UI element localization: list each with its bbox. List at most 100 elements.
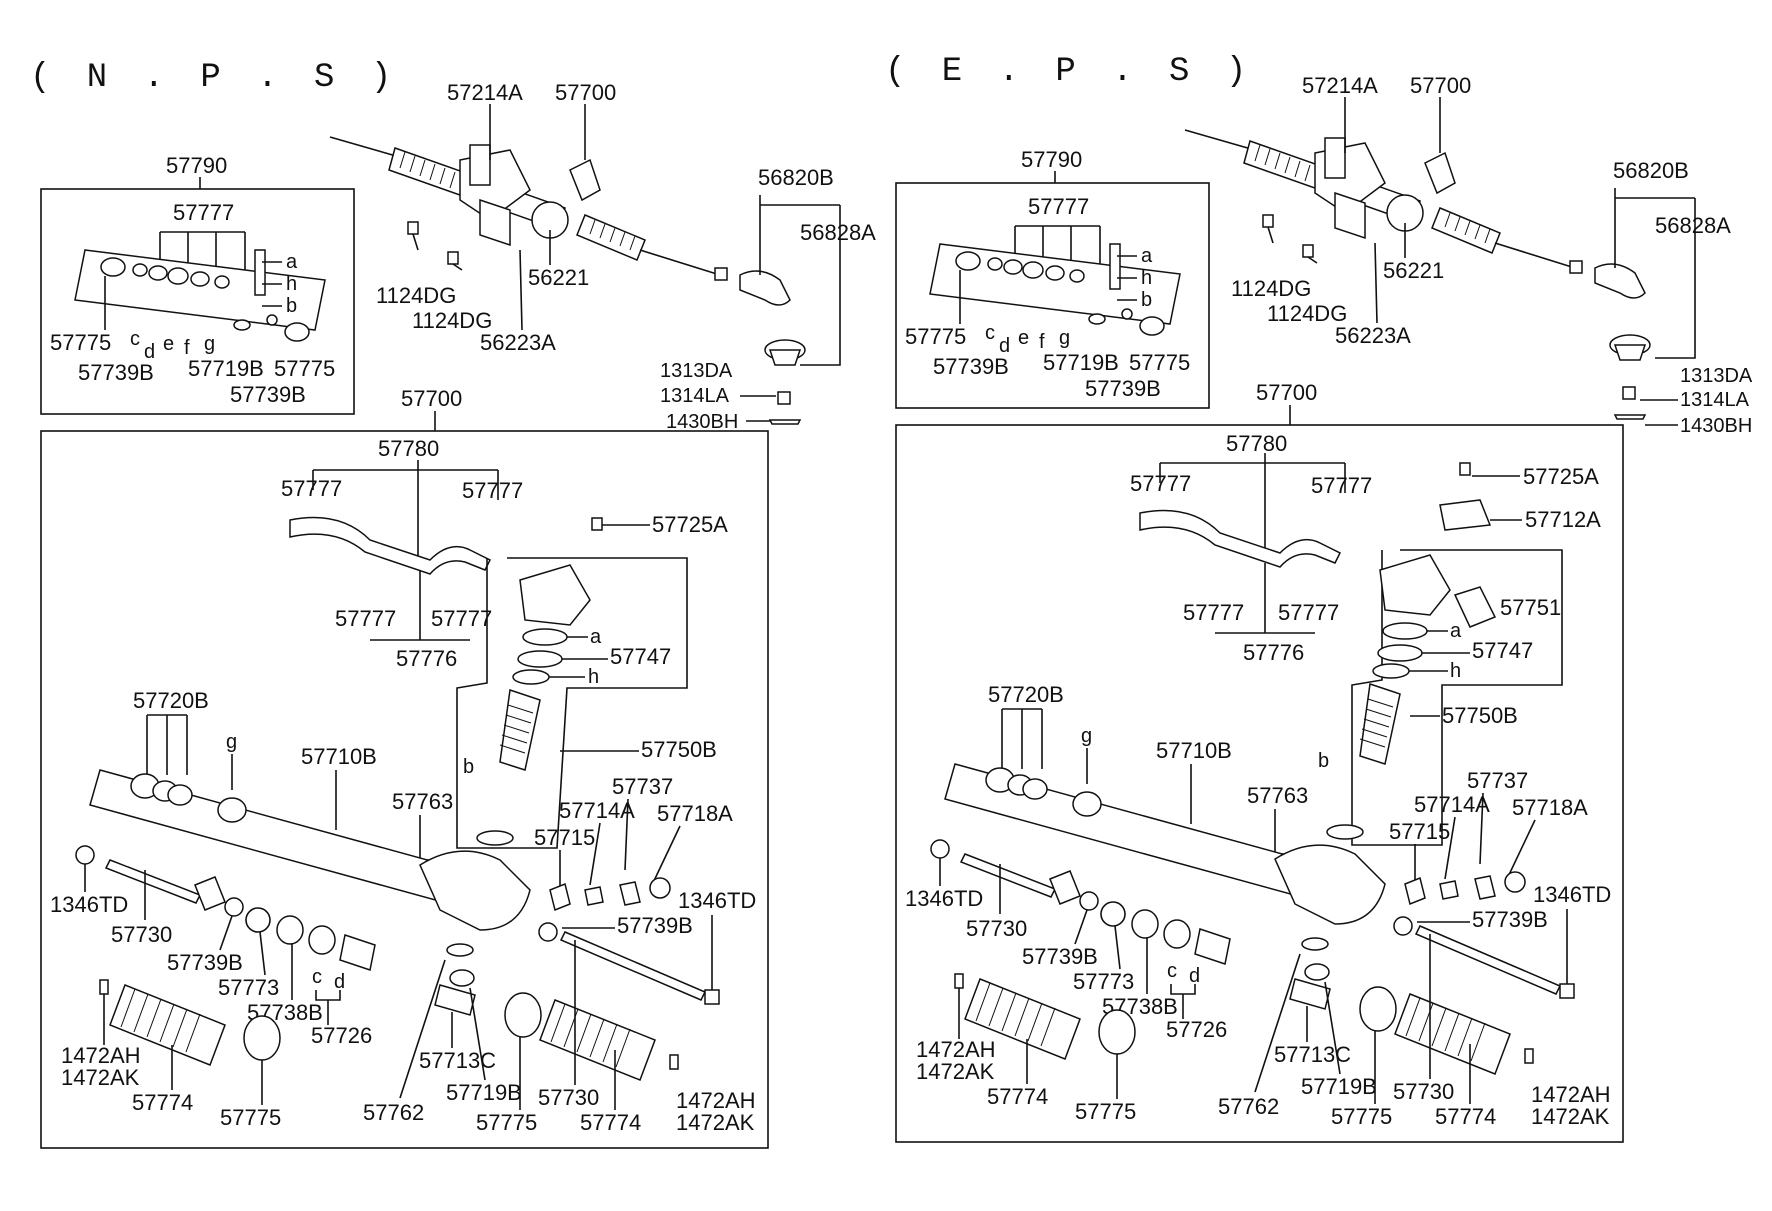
label-57710B: 57710B: [301, 744, 377, 769]
label-1346TD-right: 1346TD: [678, 888, 756, 913]
label-1124DG-a: 1124DG: [376, 283, 456, 308]
kit-label-57739B-left: 57739B: [933, 354, 1009, 379]
label-57714A: 57714A: [1414, 792, 1490, 817]
kit-label-57775-right: 57775: [274, 356, 335, 381]
eps-heading: ( E . P . S ): [885, 53, 1254, 91]
label-1346TD-left: 1346TD: [50, 892, 128, 917]
label-57737: 57737: [1467, 768, 1528, 793]
label-57712A: 57712A: [1525, 507, 1601, 532]
label-57763: 57763: [1247, 783, 1308, 808]
kit-label-57719B: 57719B: [1043, 350, 1119, 375]
label-57777-2: 57777: [1311, 473, 1372, 498]
label-1430BH: 1430BH: [1680, 415, 1752, 437]
label-57719B-main: 57719B: [1301, 1074, 1377, 1099]
label-57780: 57780: [378, 436, 439, 461]
label-letter-g: g: [1081, 725, 1092, 747]
nps-panel: ( N . P . S ) 57214A 57700 56820B 56828A…: [30, 59, 876, 1149]
label-1346TD-left: 1346TD: [905, 886, 983, 911]
label-56221: 56221: [528, 265, 589, 290]
label-1472AK-left: 1472AK: [916, 1059, 995, 1084]
label-1472AK-left: 1472AK: [61, 1065, 140, 1090]
kit-ring-b: b: [1141, 289, 1152, 311]
label-57777-1: 57777: [281, 476, 342, 501]
kit-label-57739B-right: 57739B: [1085, 376, 1161, 401]
label-57720B: 57720B: [133, 688, 209, 713]
kit-label-57775-left: 57775: [50, 330, 111, 355]
kit-label-57777: 57777: [173, 200, 234, 225]
label-1314LA: 1314LA: [660, 385, 730, 407]
label-57739B-left: 57739B: [167, 950, 243, 975]
kit-letter-g: g: [1059, 327, 1070, 349]
label-letter-b: b: [1318, 750, 1329, 772]
label-57730-right: 57730: [1393, 1079, 1454, 1104]
label-57720B: 57720B: [988, 682, 1064, 707]
label-57214A: 57214A: [447, 80, 523, 105]
label-57775-right: 57775: [476, 1110, 537, 1135]
kit-ring-h: h: [1141, 267, 1152, 289]
kit-label-57775-left: 57775: [905, 324, 966, 349]
kit-ring-a: a: [1141, 245, 1153, 267]
label-1346TD-right: 1346TD: [1533, 882, 1611, 907]
label-57762: 57762: [363, 1100, 424, 1125]
label-1313DA: 1313DA: [660, 360, 733, 382]
label-letter-d: d: [1189, 965, 1200, 987]
label-1472AK-right: 1472AK: [676, 1110, 755, 1135]
kit-label-57739B-right: 57739B: [230, 382, 306, 407]
label-1472AK-right: 1472AK: [1531, 1104, 1610, 1129]
label-57747: 57747: [1472, 638, 1533, 663]
nps-repair-kit-box: 57790 57777 a h b 57775 c d e f g 57739B…: [40, 153, 355, 415]
label-ring-h: h: [588, 666, 599, 688]
eps-main-assembly-box: 57700 57780 57777 57777 57777 57777 5777…: [895, 380, 1624, 1143]
label-letter-d: d: [334, 971, 345, 993]
label-1313DA: 1313DA: [1680, 365, 1753, 387]
label-57763: 57763: [392, 789, 453, 814]
label-57710B: 57710B: [1156, 738, 1232, 763]
kit-letter-e: e: [1018, 327, 1029, 349]
label-57730-left: 57730: [111, 922, 172, 947]
label-57751: 57751: [1500, 595, 1561, 620]
label-57713C: 57713C: [1274, 1042, 1351, 1067]
eps-repair-kit-box: 57790 57777 a h b 57775 c d e f g 57739B…: [895, 147, 1210, 409]
label-57775-right: 57775: [1331, 1104, 1392, 1129]
label-56820B: 56820B: [758, 165, 834, 190]
label-1430BH: 1430BH: [666, 411, 738, 433]
label-57750B: 57750B: [641, 737, 717, 762]
label-1472AH-left: 1472AH: [61, 1043, 141, 1068]
label-57715: 57715: [534, 825, 595, 850]
label-letter-c: c: [1167, 960, 1177, 982]
label-57777-1: 57777: [1130, 471, 1191, 496]
label-57776: 57776: [396, 646, 457, 671]
label-57730-left: 57730: [966, 916, 1027, 941]
main-title: 57700: [401, 386, 462, 411]
label-57777-4: 57777: [431, 606, 492, 631]
label-57725A: 57725A: [1523, 464, 1599, 489]
kit-letter-e: e: [163, 333, 174, 355]
label-56828A: 56828A: [1655, 213, 1731, 238]
label-57777-3: 57777: [1183, 600, 1244, 625]
label-57700-top: 57700: [1410, 73, 1471, 98]
label-letter-c: c: [312, 966, 322, 988]
label-57773: 57773: [1073, 969, 1134, 994]
label-57780: 57780: [1226, 431, 1287, 456]
label-57776: 57776: [1243, 640, 1304, 665]
nps-heading: ( N . P . S ): [30, 59, 399, 97]
nps-main-assembly-box: 57700 57780 57777 57777 57777 57777 5777…: [40, 386, 769, 1149]
label-1124DG-b: 1124DG: [412, 308, 492, 333]
kit-ring-a: a: [286, 251, 298, 273]
label-57773: 57773: [218, 975, 279, 1000]
label-ring-h: h: [1450, 660, 1461, 682]
label-57739B-right: 57739B: [617, 913, 693, 938]
eps-panel: ( E . P . S ) 57214A 57700 56820B 56828A…: [885, 53, 1753, 1143]
label-57750B: 57750B: [1442, 703, 1518, 728]
kit-letter-f: f: [1039, 331, 1045, 353]
kit-label-57775-right: 57775: [1129, 350, 1190, 375]
label-57718A: 57718A: [657, 801, 733, 826]
label-1472AH-left: 1472AH: [916, 1037, 996, 1062]
label-1124DG-a: 1124DG: [1231, 276, 1311, 301]
label-56221: 56221: [1383, 258, 1444, 283]
label-57739B-right: 57739B: [1472, 907, 1548, 932]
label-56223A: 56223A: [480, 330, 556, 355]
label-57713C: 57713C: [419, 1048, 496, 1073]
label-1314LA: 1314LA: [1680, 389, 1750, 411]
label-57777-4: 57777: [1278, 600, 1339, 625]
